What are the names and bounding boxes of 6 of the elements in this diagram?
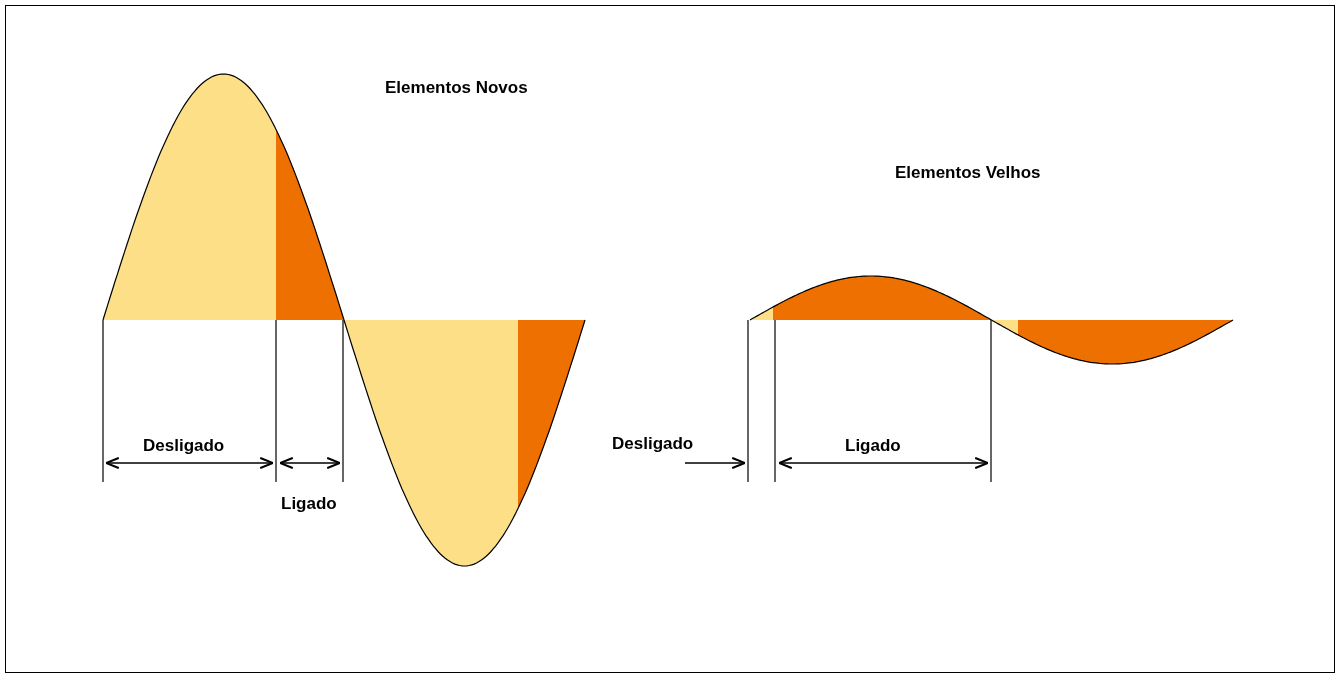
dimension-label: Desligado — [612, 434, 694, 454]
dimension-label: Ligado — [845, 436, 901, 456]
dimension-label: Ligado — [281, 494, 337, 514]
wave-title: Elementos Novos — [385, 78, 528, 98]
dimension-label: Desligado — [143, 436, 225, 456]
wave-title: Elementos Velhos — [895, 163, 1041, 183]
